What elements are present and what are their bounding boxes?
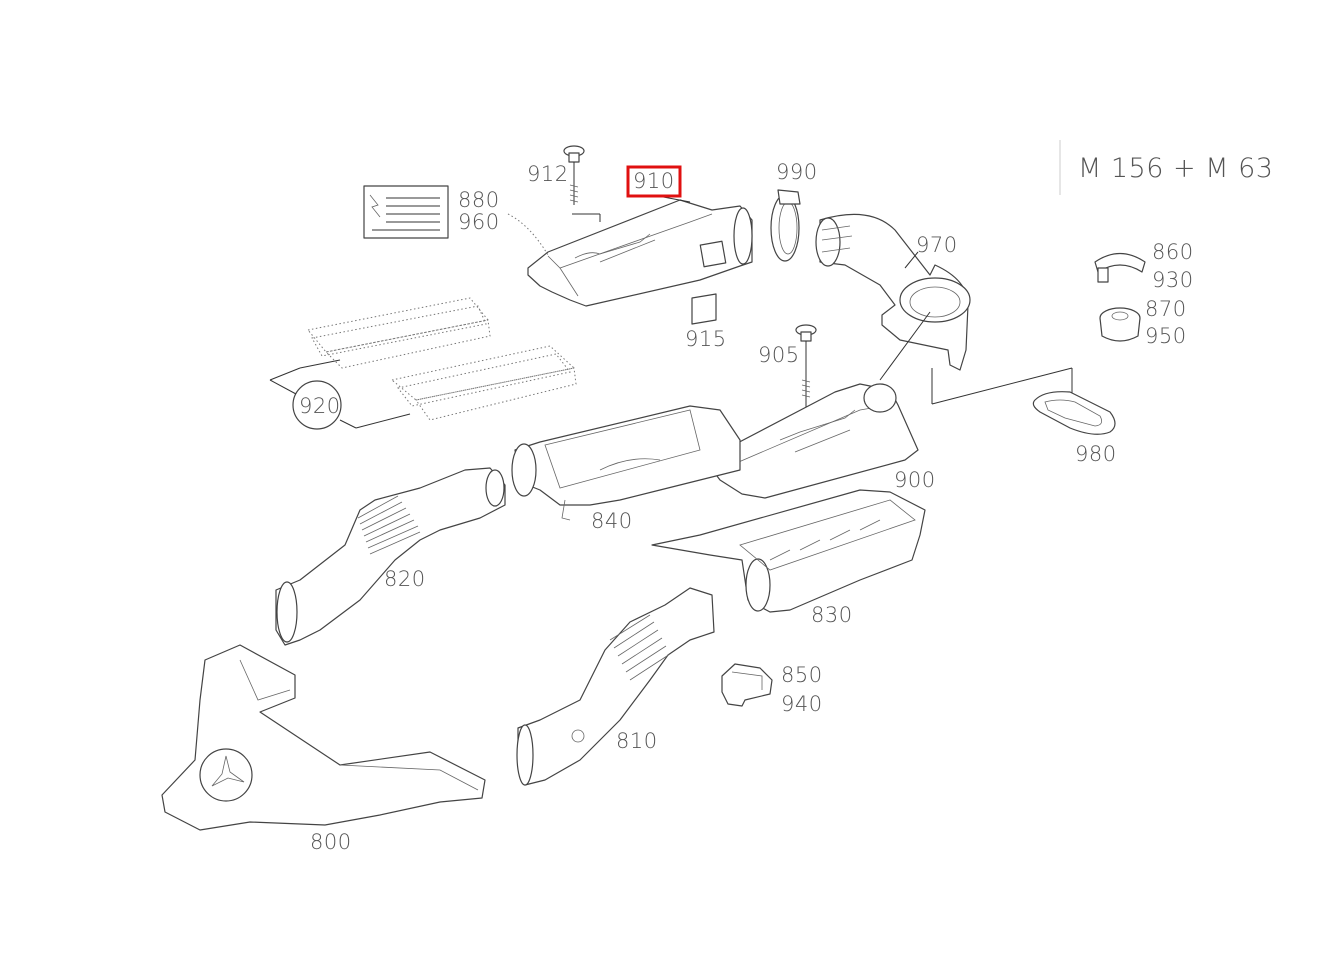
callout-820[interactable]: 820: [384, 567, 426, 591]
part-910-filter-housing[interactable]: [527, 199, 753, 307]
callout-920[interactable]: 920: [299, 394, 341, 418]
part-870-bushing[interactable]: [1099, 307, 1141, 342]
leader-970: [904, 251, 919, 269]
part-980-seal[interactable]: [1032, 391, 1116, 435]
part-820-intake-duct[interactable]: [275, 467, 506, 646]
callout-810[interactable]: 810: [616, 729, 658, 753]
callout-970[interactable]: 970: [916, 233, 958, 257]
callout-830[interactable]: 830: [811, 603, 853, 627]
callout-850[interactable]: 850: [781, 663, 823, 687]
part-915-pad[interactable]: [691, 293, 717, 325]
part-800-engine-cover[interactable]: [161, 644, 486, 831]
part-880-warning-label[interactable]: [363, 185, 449, 239]
callout-880[interactable]: 880: [458, 188, 500, 212]
callout-990[interactable]: 990: [776, 160, 818, 184]
callout-labels: 912 910 990 880 960 970 860 930 870 950 …: [299, 160, 1194, 854]
part-990-clamp[interactable]: [770, 189, 801, 262]
callout-900[interactable]: 900: [894, 468, 936, 492]
part-860-clip[interactable]: [1094, 252, 1146, 283]
part-900-filter-housing-lid[interactable]: [704, 383, 919, 499]
part-850-clip[interactable]: [721, 663, 773, 707]
callout-910[interactable]: 910: [633, 169, 675, 193]
callout-950[interactable]: 950: [1145, 324, 1187, 348]
callout-980[interactable]: 980: [1075, 442, 1117, 466]
callout-870[interactable]: 870: [1145, 297, 1187, 321]
callout-912[interactable]: 912: [527, 162, 569, 186]
callout-915[interactable]: 915: [685, 327, 727, 351]
callout-960[interactable]: 960: [458, 210, 500, 234]
part-920-filter-elements[interactable]: [307, 297, 577, 421]
part-905-bolt[interactable]: [795, 324, 817, 410]
part-830-lower-housing[interactable]: [651, 489, 926, 613]
part-970-intake-elbow[interactable]: [815, 213, 971, 371]
callout-840[interactable]: 840: [591, 509, 633, 533]
callout-930[interactable]: 930: [1152, 268, 1194, 292]
leader-880: [507, 213, 549, 256]
callout-circle-920: [292, 380, 342, 430]
selected-callout-highlight: [626, 165, 682, 198]
callout-860[interactable]: 860: [1152, 240, 1194, 264]
part-810-intake-duct[interactable]: [516, 587, 715, 786]
callout-940[interactable]: 940: [781, 692, 823, 716]
model-label: M 156 + M 63: [1078, 153, 1273, 184]
callout-800[interactable]: 800: [310, 830, 352, 854]
part-840-lower-housing[interactable]: [511, 405, 741, 521]
part-912-bolt[interactable]: [563, 145, 585, 205]
callout-905[interactable]: 905: [758, 343, 800, 367]
